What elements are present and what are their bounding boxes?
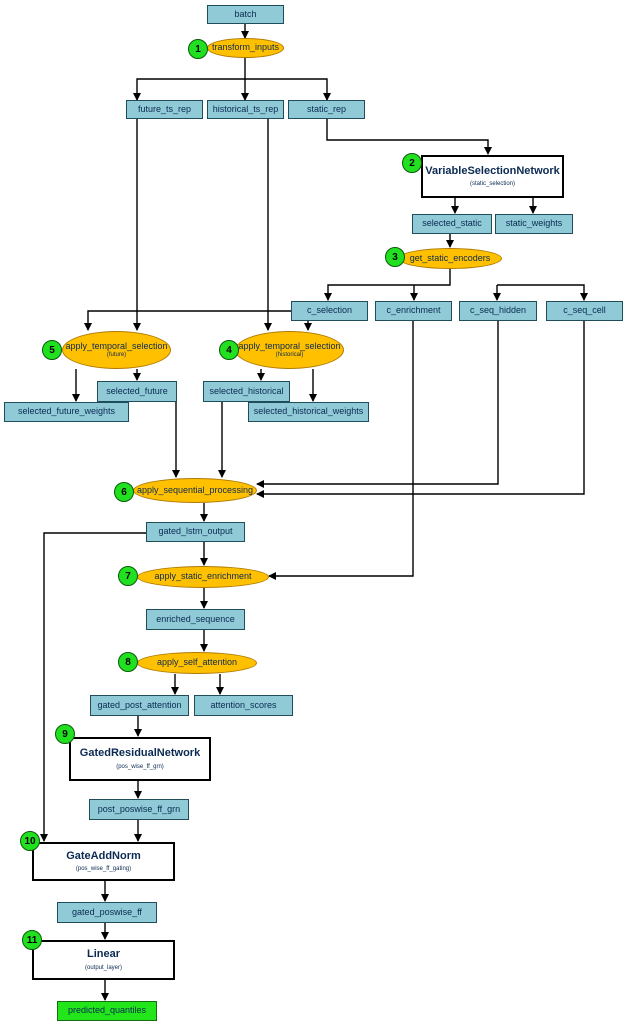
batch-box: batch xyxy=(207,5,284,24)
c-seq-hidden-box: c_seq_hidden xyxy=(459,301,537,321)
enriched-sequence-box: enriched_sequence xyxy=(146,609,245,630)
apply-static-enrichment-op: apply_static_enrichment xyxy=(137,566,269,588)
step-badge-2: 2 xyxy=(402,153,422,173)
grn-sub: (pos_wise_ff_grn) xyxy=(116,763,164,770)
selected-historical-weights-box: selected_historical_weights xyxy=(248,402,369,422)
historical-ts-rep-box: historical_ts_rep xyxy=(207,100,284,119)
linear-module: Linear (output_layer) xyxy=(32,940,175,980)
c-seq-cell-label: c_seq_cell xyxy=(563,305,606,316)
selected-historical-label: selected_historical xyxy=(209,385,284,396)
static-weights-box: static_weights xyxy=(495,214,573,234)
static-weights-label: static_weights xyxy=(505,218,563,229)
apply-sequential-processing-label: apply_sequential_processing xyxy=(136,484,254,495)
batch-label: batch xyxy=(234,8,257,19)
variable-selection-network-module: VariableSelectionNetwork (static_selectio… xyxy=(421,155,564,198)
step-badge-10: 10 xyxy=(20,831,40,851)
predicted-quantiles-label: predicted_quantiles xyxy=(67,1005,147,1016)
attention-scores-label: attention_scores xyxy=(210,699,277,710)
step-badge-3: 3 xyxy=(385,247,405,267)
step-badge-1: 1 xyxy=(188,39,208,59)
linear-title: Linear xyxy=(86,948,120,961)
apply-self-attention-label: apply_self_attention xyxy=(156,657,238,668)
vsn-sub: (static_selection) xyxy=(469,181,516,188)
linear-sub: (output_layer) xyxy=(84,964,123,971)
selected-static-label: selected_static xyxy=(422,218,482,229)
attention-scores-box: attention_scores xyxy=(194,695,293,716)
get-static-encoders-op: get_static_encoders xyxy=(398,248,502,269)
static-rep-box: static_rep xyxy=(288,100,365,119)
c-enrichment-box: c_enrichment xyxy=(375,301,452,321)
c-selection-box: c_selection xyxy=(291,301,368,321)
transform-inputs-label: transform_inputs xyxy=(211,42,280,53)
edge-c-selection-future xyxy=(84,310,291,331)
step-badge-7: 7 xyxy=(118,566,138,586)
gated-lstm-output-box: gated_lstm_output xyxy=(146,522,245,542)
c-seq-hidden-label: c_seq_hidden xyxy=(469,305,527,316)
selected-future-box: selected_future xyxy=(97,381,177,402)
apply-temporal-selection-historical-label: apply_temporal_selection xyxy=(238,340,341,351)
selected-future-weights-box: selected_future_weights xyxy=(4,402,129,422)
apply-temporal-selection-historical-op: apply_temporal_selection(historical) xyxy=(235,331,344,369)
historical-ts-rep-label: historical_ts_rep xyxy=(212,103,279,114)
gated-post-attention-label: gated_post_attention xyxy=(97,699,182,710)
c-selection-label: c_selection xyxy=(306,305,353,316)
step-badge-11: 11 xyxy=(22,930,42,950)
get-static-encoders-label: get_static_encoders xyxy=(409,252,491,263)
gated-poswise-ff-label: gated_poswise_ff xyxy=(72,906,142,917)
selected-historical-box: selected_historical xyxy=(203,381,290,402)
step-badge-4: 4 xyxy=(219,340,239,360)
edge-transform-future xyxy=(133,58,246,101)
predicted-quantiles-box: predicted_quantiles xyxy=(57,1001,157,1021)
selected-static-box: selected_static xyxy=(412,214,492,234)
future-sub-label: (future) xyxy=(106,352,127,359)
apply-temporal-selection-future-label: apply_temporal_selection xyxy=(65,340,168,351)
selected-future-label: selected_future xyxy=(106,385,168,396)
gated-poswise-ff-box: gated_poswise_ff xyxy=(57,902,157,923)
future-ts-rep-label: future_ts_rep xyxy=(137,103,192,114)
step-badge-6: 6 xyxy=(114,482,134,502)
apply-temporal-selection-future-op: apply_temporal_selection(future) xyxy=(62,331,171,369)
post-poswise-ff-grn-box: post_poswise_ff_grn xyxy=(89,799,189,820)
post-poswise-ff-grn-label: post_poswise_ff_grn xyxy=(97,803,181,814)
grn-title: GatedResidualNetwork xyxy=(79,747,201,760)
vsn-title: VariableSelectionNetwork xyxy=(425,164,560,177)
edge-transform-static xyxy=(245,78,331,101)
gate-add-norm-module: GateAddNorm (pos_wise_ff_gating) xyxy=(32,842,175,881)
apply-static-enrichment-label: apply_static_enrichment xyxy=(154,571,252,582)
selected-future-weights-label: selected_future_weights xyxy=(17,406,116,417)
gan-sub: (pos_wise_ff_gating) xyxy=(75,866,132,873)
historical-sub-label: (historical) xyxy=(275,352,304,359)
transform-inputs-op: transform_inputs xyxy=(207,38,284,58)
gated-residual-network-module: GatedResidualNetwork (pos_wise_ff_grn) xyxy=(69,737,211,781)
edge-gated-lstm-gan xyxy=(40,532,146,842)
apply-sequential-processing-op: apply_sequential_processing xyxy=(133,478,257,503)
gated-lstm-output-label: gated_lstm_output xyxy=(158,526,233,537)
selected-historical-weights-label: selected_historical_weights xyxy=(253,406,364,417)
edge-encoders-c-seq-cell xyxy=(497,284,588,301)
static-rep-label: static_rep xyxy=(306,103,347,114)
gated-post-attention-box: gated_post_attention xyxy=(90,695,189,716)
c-enrichment-label: c_enrichment xyxy=(386,305,441,316)
edge-static-vsn xyxy=(326,119,492,155)
step-badge-9: 9 xyxy=(55,724,75,744)
enriched-sequence-label: enriched_sequence xyxy=(156,613,235,624)
step-badge-8: 8 xyxy=(118,652,138,672)
edge-c-enrichment-static-enrichment xyxy=(268,321,414,580)
c-seq-cell-box: c_seq_cell xyxy=(546,301,623,321)
edge-c-seq-cell-seq xyxy=(256,321,585,498)
edge-encoders-c-selection xyxy=(324,269,451,301)
future-ts-rep-box: future_ts_rep xyxy=(126,100,203,119)
gan-title: GateAddNorm xyxy=(66,849,141,862)
step-badge-5: 5 xyxy=(42,340,62,360)
edge-c-seq-hidden-seq xyxy=(256,321,499,488)
apply-self-attention-op: apply_self_attention xyxy=(137,652,257,674)
